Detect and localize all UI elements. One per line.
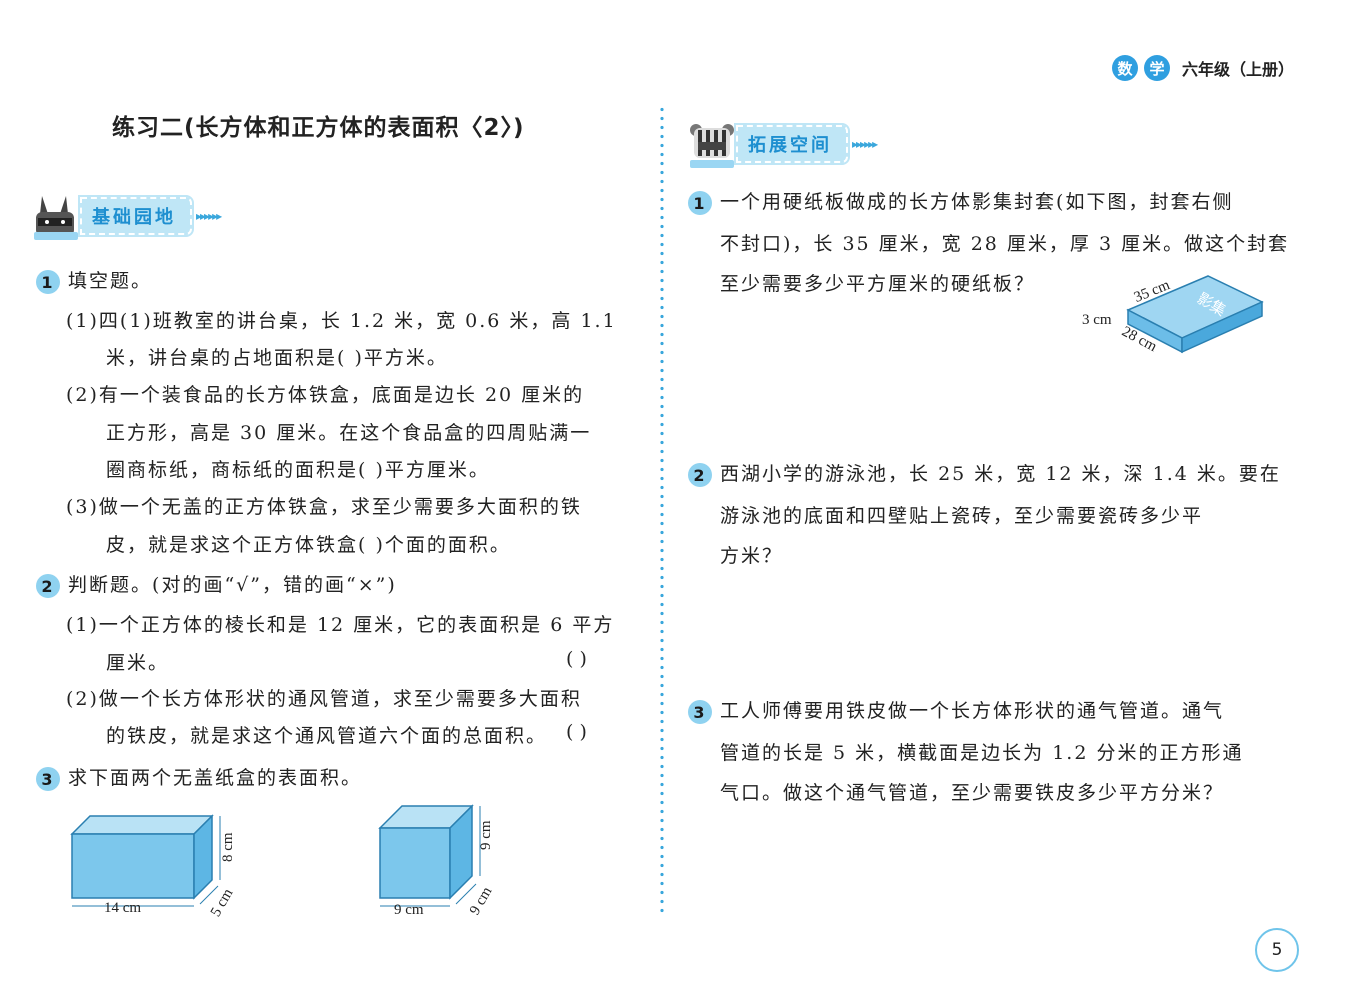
album-sleeve-figure: 影集 35 cm 3 cm 28 cm (1082, 275, 1264, 355)
ext-question-2-line3: 方米？ (720, 545, 784, 567)
box1-width-label: 5 cm (208, 886, 237, 920)
answer-parenthesis[interactable]: ( ) (566, 648, 587, 670)
subject-badge-2: 学 (1144, 55, 1170, 81)
box2-height-label: 9 cm (478, 820, 494, 850)
grade-label: 六年级（上册） (1182, 60, 1295, 79)
question-text: 一个用硬纸板做成的长方体影集封套(如下图，封套右侧 (720, 191, 1234, 213)
q1-item3-line2: 皮，就是求这个正方体铁盒( )个面的面积。 (106, 534, 511, 556)
question-number-badge: 2 (688, 463, 712, 487)
ext-question-3-line3: 气口。做这个通气管道，至少需要铁皮多少平方分米？ (720, 782, 1225, 804)
q2-item1-line1: (1)一个正方体的棱长和是 12 厘米，它的表面积是 6 平方 (66, 614, 615, 636)
box2-length-label: 9 cm (394, 902, 424, 918)
subject-badge-1: 数 (1112, 55, 1138, 81)
question-3-heading: 3 求下面两个无盖纸盒的表面积。 (36, 763, 362, 791)
box1-height-label: 8 cm (220, 832, 236, 862)
open-box-figure-2: 9 cm 9 cm 9 cm (378, 804, 496, 918)
arrow-icon: ▸▸▸▸▸▸ (196, 209, 222, 223)
zebra-mascot-icon (688, 120, 736, 168)
box1-length-label: 14 cm (104, 900, 141, 916)
question-text: 填空题。 (68, 270, 153, 292)
page-number: 5 (1255, 928, 1299, 972)
sleeve-thickness-label: 3 cm (1082, 312, 1112, 328)
section-banner-label: 拓展空间 (734, 123, 850, 165)
answer-parenthesis[interactable]: ( ) (566, 721, 587, 743)
column-divider (660, 105, 664, 915)
q1-item1-line2: 米，讲台桌的占地面积是( )平方米。 (106, 347, 448, 369)
question-text: 判断题。(对的画“√”，错的画“×”) (68, 574, 397, 596)
q2-item1-line2: 厘米。 (106, 652, 170, 674)
q1-item2-line3: 圈商标纸，商标纸的面积是( )平方厘米。 (106, 459, 490, 481)
q1-item1-line1: (1)四(1)班教室的讲台桌，长 1.2 米，宽 0.6 米，高 1.1 (66, 310, 617, 332)
question-2-heading: 2 判断题。(对的画“√”，错的画“×”) (36, 570, 397, 598)
q1-item2-line2: 正方形，高是 30 厘米。在这个食品盒的四周贴满一 (106, 422, 592, 444)
section-banner-basic: 基础园地 ▸▸▸▸▸▸ (32, 192, 222, 240)
question-1-heading: 1 填空题。 (36, 266, 152, 294)
question-number-badge: 3 (688, 700, 712, 724)
question-number-badge: 2 (36, 574, 60, 598)
section-banner-label: 基础园地 (78, 195, 194, 237)
ext-question-1-line3: 至少需要多少平方厘米的硬纸板？ (720, 273, 1036, 295)
question-text: 求下面两个无盖纸盒的表面积。 (68, 767, 363, 789)
ext-question-1-line2: 不封口)，长 35 厘米，宽 28 厘米，厚 3 厘米。做这个封套 (720, 233, 1290, 255)
question-text: 工人师傅要用铁皮做一个长方体形状的通气管道。通气 (720, 700, 1225, 722)
question-number-badge: 1 (36, 270, 60, 294)
q1-item3-line1: (3)做一个无盖的正方体铁盒，求至少需要多大面积的铁 (66, 496, 582, 518)
ext-question-3-line1: 3 工人师傅要用铁皮做一个长方体形状的通气管道。通气 (688, 696, 1224, 724)
subject-header: 数 学 六年级（上册） (1112, 55, 1294, 81)
arrow-icon: ▸▸▸▸▸▸ (852, 137, 878, 151)
ext-question-1-line1: 1 一个用硬纸板做成的长方体影集封套(如下图，封套右侧 (688, 187, 1233, 215)
page-title: 练习二(长方体和正方体的表面积〈2〉) (112, 115, 525, 141)
ext-question-3-line2: 管道的长是 5 米，横截面是边长为 1.2 分米的正方形通 (720, 742, 1244, 764)
q2-item2-line1: (2)做一个长方体形状的通风管道，求至少需要多大面积 (66, 688, 582, 710)
question-number-badge: 3 (36, 767, 60, 791)
section-banner-extension: 拓展空间 ▸▸▸▸▸▸ (688, 120, 878, 168)
open-box-figure-1: 14 cm 8 cm 5 cm (70, 814, 237, 920)
ext-question-2-line1: 2 西湖小学的游泳池，长 25 米，宽 12 米，深 1.4 米。要在 (688, 459, 1281, 487)
q2-item2-line2: 的铁皮，就是求这个通风管道六个面的总面积。 (106, 725, 548, 747)
question-text: 西湖小学的游泳池，长 25 米，宽 12 米，深 1.4 米。要在 (720, 463, 1281, 485)
question-number-badge: 1 (688, 191, 712, 215)
ext-question-2-line2: 游泳池的底面和四壁贴上瓷砖，至少需要瓷砖多少平 (720, 505, 1204, 527)
rabbit-mascot-icon (32, 192, 80, 240)
q1-item2-line1: (2)有一个装食品的长方体铁盒，底面是边长 20 厘米的 (66, 384, 585, 406)
